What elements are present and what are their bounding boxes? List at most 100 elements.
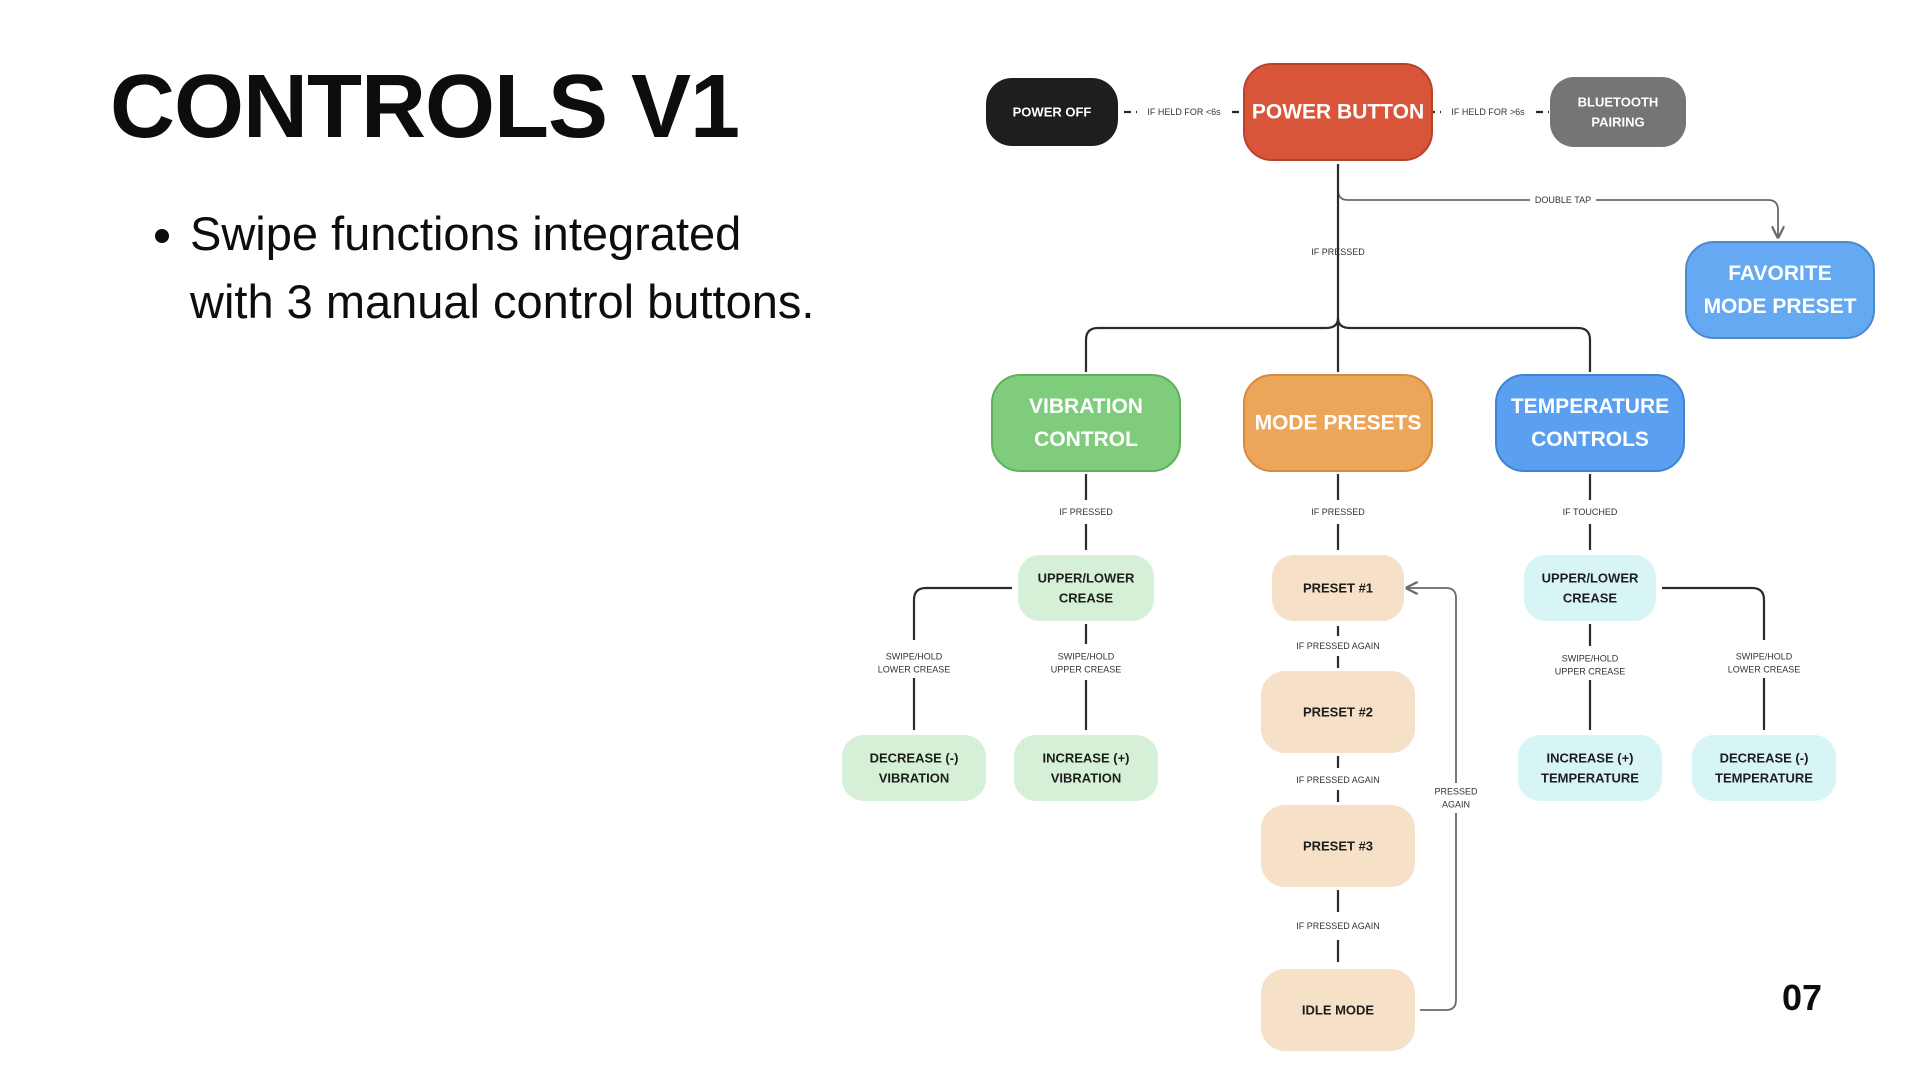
node-box: [842, 735, 986, 801]
bullet-list: Swipe functions integrated with 3 manual…: [150, 200, 830, 336]
edge-label-text: IF PRESSED AGAIN: [1296, 641, 1380, 651]
edge-label-text: IF PRESSED AGAIN: [1296, 775, 1380, 785]
node-idle: IDLE MODE: [1261, 969, 1415, 1051]
node-preset2: PRESET #2: [1261, 671, 1415, 753]
edge-label-if-pressed-mode: IF PRESSED: [1311, 507, 1365, 517]
edge-label-bg: [1441, 103, 1535, 121]
edge-label-bg: [1431, 783, 1481, 813]
edge-label-double-tap: DOUBLE TAP: [1530, 191, 1596, 209]
edge-label-text: IF PRESSED AGAIN: [1296, 921, 1380, 931]
node-label: DECREASE (-): [1720, 750, 1809, 765]
edge-label-text: SWIPE/HOLD: [1058, 652, 1115, 662]
node-label: VIBRATION: [1051, 771, 1122, 786]
node-temp-increase: INCREASE (+) TEMPERATURE: [1518, 735, 1662, 801]
node-label: CONTROL: [1034, 428, 1138, 451]
node-label: TEMPERATURE: [1541, 771, 1639, 786]
connector-vib-left: [912, 586, 1012, 640]
connector-branch-temperature: [1336, 317, 1592, 372]
node-label: UPPER/LOWER: [1542, 570, 1639, 585]
node-box: [1518, 735, 1662, 801]
edge-label-again2: IF PRESSED AGAIN: [1296, 775, 1380, 785]
node-box: [1014, 735, 1158, 801]
edge-label-temp-lower: SWIPE/HOLD LOWER CREASE: [1728, 652, 1801, 675]
edge-label-held-lt6: IF HELD FOR <6s: [1137, 103, 1231, 121]
node-label: PRESET #3: [1303, 839, 1373, 854]
node-preset1: PRESET #1: [1272, 555, 1404, 621]
edge-label-bg: [1137, 103, 1231, 121]
node-box: [1692, 735, 1836, 801]
slide-title: CONTROLS V1: [110, 57, 740, 157]
node-box: [991, 374, 1181, 472]
edge-label-text: LOWER CREASE: [878, 665, 951, 675]
node-label: INCREASE (+): [1546, 750, 1633, 765]
edge-label-held-gt6: IF HELD FOR >6s: [1441, 103, 1535, 121]
edge-label-vib-lower: SWIPE/HOLD LOWER CREASE: [878, 652, 951, 675]
node-preset3: PRESET #3: [1261, 805, 1415, 887]
edge-label-text: PRESSED: [1434, 787, 1478, 797]
node-label: MODE PRESET: [1704, 295, 1857, 318]
connector-branch-vibration: [1084, 317, 1340, 372]
node-box: [986, 78, 1118, 146]
node-box: [1261, 805, 1415, 887]
edge-label-text: IF PRESSED: [1311, 507, 1365, 517]
connector-temp-right: [1662, 586, 1766, 640]
edge-label-text: IF HELD FOR >6s: [1451, 107, 1525, 117]
node-box: [1243, 63, 1433, 161]
node-box: [1685, 241, 1875, 339]
node-box: [1243, 374, 1433, 472]
edge-label-again1: IF PRESSED AGAIN: [1296, 641, 1380, 651]
edge-label-text: IF PRESSED: [1059, 507, 1113, 517]
edge-label-if-pressed-vib: IF PRESSED: [1059, 507, 1113, 517]
node-label: INCREASE (+): [1042, 750, 1129, 765]
node-vibration: VIBRATION CONTROL: [991, 374, 1181, 472]
node-label: PRESET #1: [1303, 581, 1373, 596]
page-number: 07: [1782, 977, 1823, 1018]
edge-label-text: DOUBLE TAP: [1535, 195, 1591, 205]
node-power-button: POWER BUTTON: [1243, 63, 1433, 161]
bullet-item: Swipe functions integrated with 3 manual…: [190, 200, 830, 336]
node-box: [1018, 555, 1154, 621]
node-label: VIBRATION: [879, 771, 950, 786]
edge-label-text: SWIPE/HOLD: [1736, 652, 1793, 662]
edge-label-bg: [1530, 191, 1596, 209]
node-label: CONTROLS: [1531, 428, 1649, 451]
node-label: FAVORITE: [1728, 262, 1831, 285]
node-label: CREASE: [1563, 591, 1618, 606]
node-favorite: FAVORITE MODE PRESET: [1685, 241, 1875, 339]
node-label: PRESET #2: [1303, 705, 1373, 720]
edge-label-text: SWIPE/HOLD: [886, 652, 943, 662]
node-vib-increase: INCREASE (+) VIBRATION: [1014, 735, 1158, 801]
edge-label-vib-upper: SWIPE/HOLD UPPER CREASE: [1051, 652, 1122, 675]
node-box: [1261, 671, 1415, 753]
node-label: VIBRATION: [1029, 395, 1143, 418]
edge-label-text: IF HELD FOR <6s: [1147, 107, 1221, 117]
edge-label-if-pressed-main: IF PRESSED: [1311, 247, 1365, 257]
node-power-off: POWER OFF: [986, 78, 1118, 146]
node-label: IDLE MODE: [1302, 1003, 1375, 1018]
node-vib-decrease: DECREASE (-)VIBRATION: [842, 735, 986, 801]
node-box: [1272, 555, 1404, 621]
edge-label-text: IF TOUCHED: [1563, 507, 1618, 517]
node-box: [1261, 969, 1415, 1051]
node-box: [1495, 374, 1685, 472]
edge-label-text: UPPER CREASE: [1051, 665, 1122, 675]
edge-label-text: IF PRESSED: [1311, 247, 1365, 257]
node-mode-presets: MODE PRESETS: [1243, 374, 1433, 472]
node-temp-decrease: DECREASE (-) TEMPERATURE: [1692, 735, 1836, 801]
node-label: CREASE: [1059, 591, 1114, 606]
edge-label-text: LOWER CREASE: [1728, 665, 1801, 675]
node-label: TEMPERATURE: [1715, 771, 1813, 786]
node-temp-crease: UPPER/LOWER CREASE: [1524, 555, 1656, 621]
node-box: [1550, 77, 1686, 147]
node-label: BLUETOOTH: [1578, 94, 1659, 109]
node-box: [1524, 555, 1656, 621]
node-label: POWER BUTTON: [1252, 101, 1424, 124]
